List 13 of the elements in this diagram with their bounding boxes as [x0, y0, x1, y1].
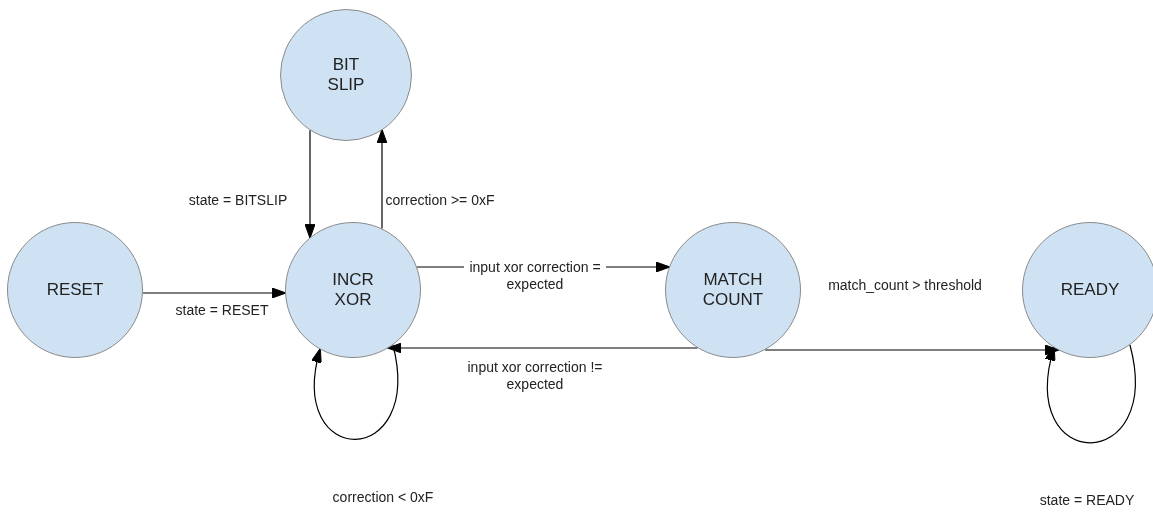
- arrow: [304, 129, 316, 239]
- state-name: READY: [1060, 279, 1120, 301]
- state-name: MATCH COUNT: [702, 269, 764, 311]
- arrow: [764, 344, 1060, 356]
- arrow: [142, 287, 287, 299]
- state-name: RESET: [46, 279, 104, 301]
- state-name: INCR XOR: [332, 269, 374, 311]
- self-loop-arrow: [1045, 344, 1136, 444]
- state-name: BIT SLIP: [327, 54, 365, 96]
- edge-label: match_count > threshold: [826, 276, 984, 294]
- arrow: [376, 128, 388, 230]
- arrow: [387, 342, 699, 354]
- edge-label: input xor correction = expected: [464, 259, 606, 293]
